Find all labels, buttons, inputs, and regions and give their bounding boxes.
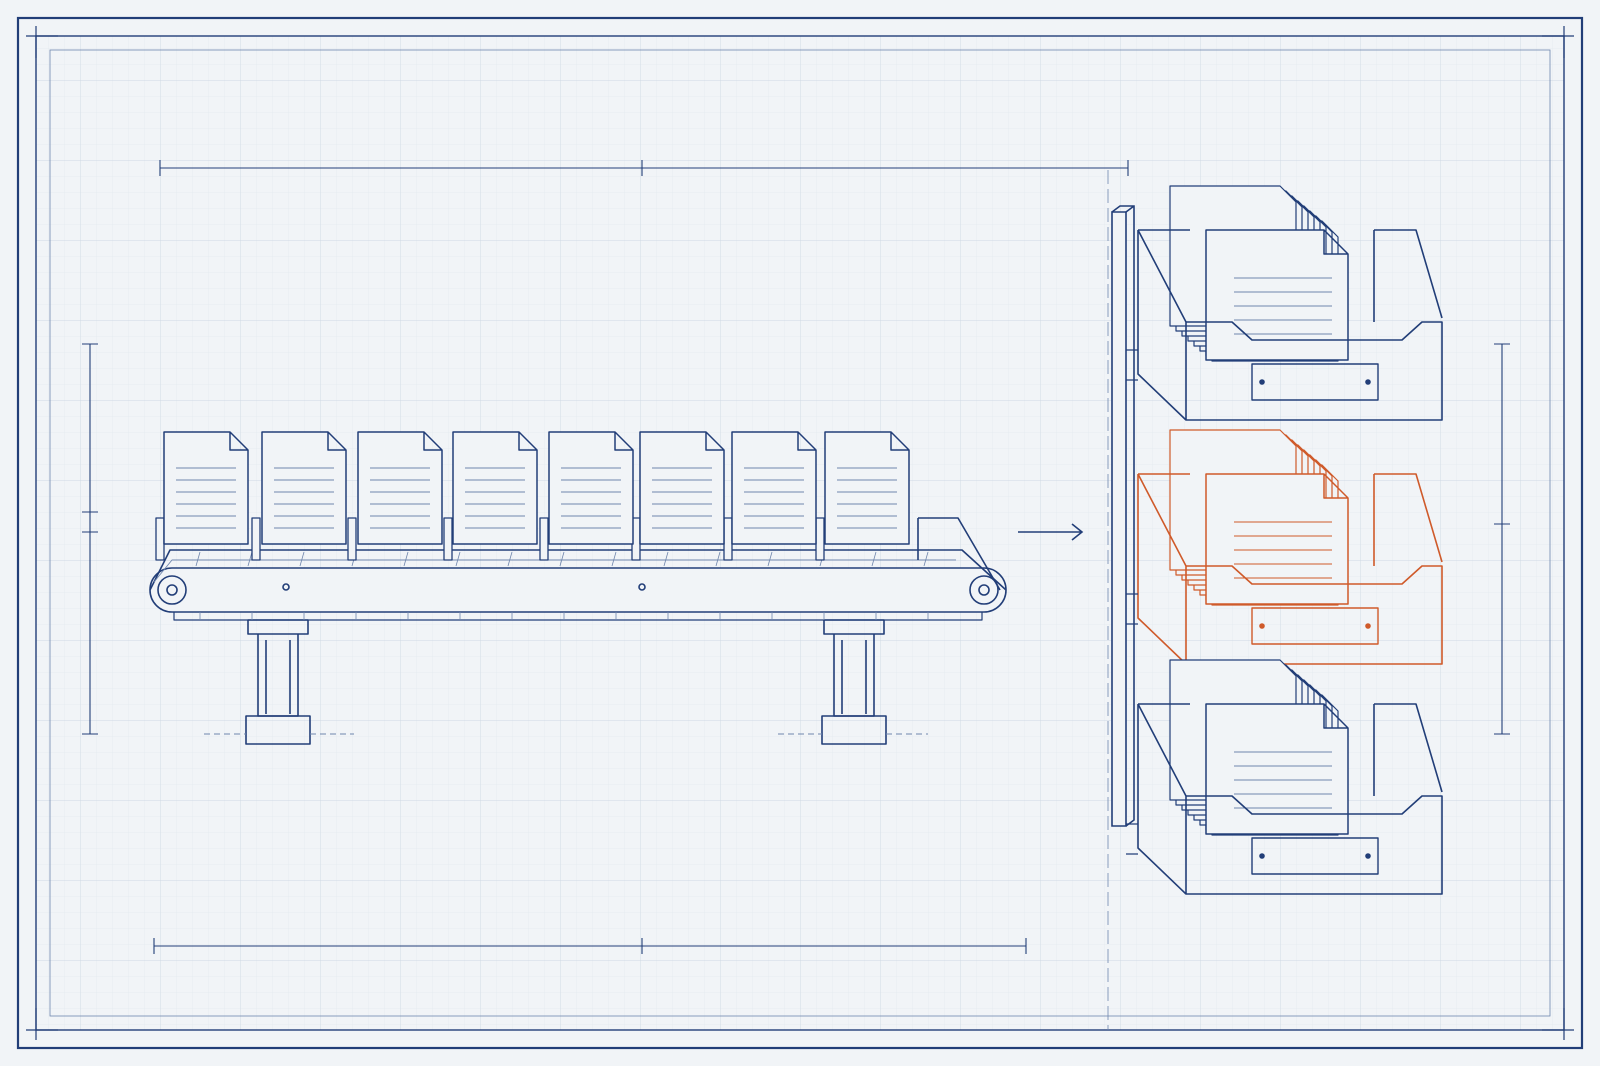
- document: [261, 431, 347, 545]
- front-document: [1205, 473, 1349, 605]
- drawing-frame: [16, 16, 1584, 1050]
- document: [824, 431, 910, 545]
- belt-tick: [195, 551, 201, 620]
- document: [731, 431, 817, 545]
- bin-top: [1126, 185, 1443, 421]
- label-screw: [1259, 379, 1265, 385]
- belt-top-surface: [149, 549, 1007, 591]
- bin-middle-highlighted: [1126, 429, 1443, 665]
- dimension-lines: [82, 160, 1510, 1030]
- label-screw: [1365, 379, 1371, 385]
- belt-end-guard: [917, 517, 1001, 591]
- bin-wall-mount: [1111, 205, 1135, 827]
- belt-tick: [715, 551, 721, 620]
- belt-tick: [923, 551, 929, 620]
- frame-corner-marks: [26, 26, 1574, 1040]
- label-screw: [1365, 623, 1371, 629]
- belt-tick: [507, 551, 513, 620]
- divider: [723, 517, 733, 561]
- dimension-left: [82, 343, 98, 735]
- belt-tick: [299, 551, 305, 620]
- sorting-bins: [1126, 185, 1443, 895]
- divider: [251, 517, 261, 561]
- front-document: [1205, 229, 1349, 361]
- belt-bottom-rail: [173, 612, 983, 621]
- front-document: [1205, 703, 1349, 835]
- divider: [443, 517, 453, 561]
- dimension-top: [159, 160, 1129, 176]
- mount-bracket: [1126, 349, 1138, 381]
- label-screw: [1365, 853, 1371, 859]
- conveyor-documents: [163, 431, 910, 545]
- mount-bracket: [1126, 593, 1138, 625]
- belt-segment-ticks: [195, 551, 929, 620]
- belt-tick: [455, 551, 461, 620]
- arrow-right-icon: [1018, 523, 1084, 541]
- divider: [347, 517, 357, 561]
- bin-bottom: [1126, 659, 1443, 895]
- divider: [815, 517, 825, 561]
- conveyor-leg-right: [778, 619, 928, 745]
- belt-tick: [559, 551, 565, 620]
- tray-body: [1137, 703, 1443, 895]
- document: [639, 431, 725, 545]
- belt-bolt: [282, 583, 290, 591]
- belt-tick: [247, 551, 253, 620]
- tray-body: [1137, 229, 1443, 421]
- roller-left-axle: [166, 584, 178, 596]
- divider: [155, 517, 165, 561]
- label-plate: [1251, 607, 1379, 645]
- divider: [539, 517, 549, 561]
- belt-tick: [871, 551, 877, 620]
- belt-body: [149, 567, 1007, 613]
- divider: [631, 517, 641, 561]
- label-screw: [1259, 623, 1265, 629]
- document: [452, 431, 538, 545]
- roller-left: [157, 575, 187, 605]
- conveyor-belt: [149, 431, 1007, 745]
- roller-right-axle: [978, 584, 990, 596]
- belt-tick: [663, 551, 669, 620]
- roller-right: [969, 575, 999, 605]
- label-plate: [1251, 363, 1379, 401]
- document: [357, 431, 443, 545]
- document-dividers: [155, 517, 825, 561]
- dimension-bottom: [153, 938, 1027, 954]
- dimension-right: [1494, 343, 1510, 735]
- belt-bolt: [638, 583, 646, 591]
- mount-bracket: [1126, 823, 1138, 855]
- belt-tick: [403, 551, 409, 620]
- document: [548, 431, 634, 545]
- belt-tick: [767, 551, 773, 620]
- label-screw: [1259, 853, 1265, 859]
- conveyor-leg-left: [204, 619, 354, 745]
- tray-body: [1137, 473, 1443, 665]
- belt-tick: [611, 551, 617, 620]
- belt-inner-line: [153, 559, 956, 583]
- label-plate: [1251, 837, 1379, 875]
- document: [163, 431, 249, 545]
